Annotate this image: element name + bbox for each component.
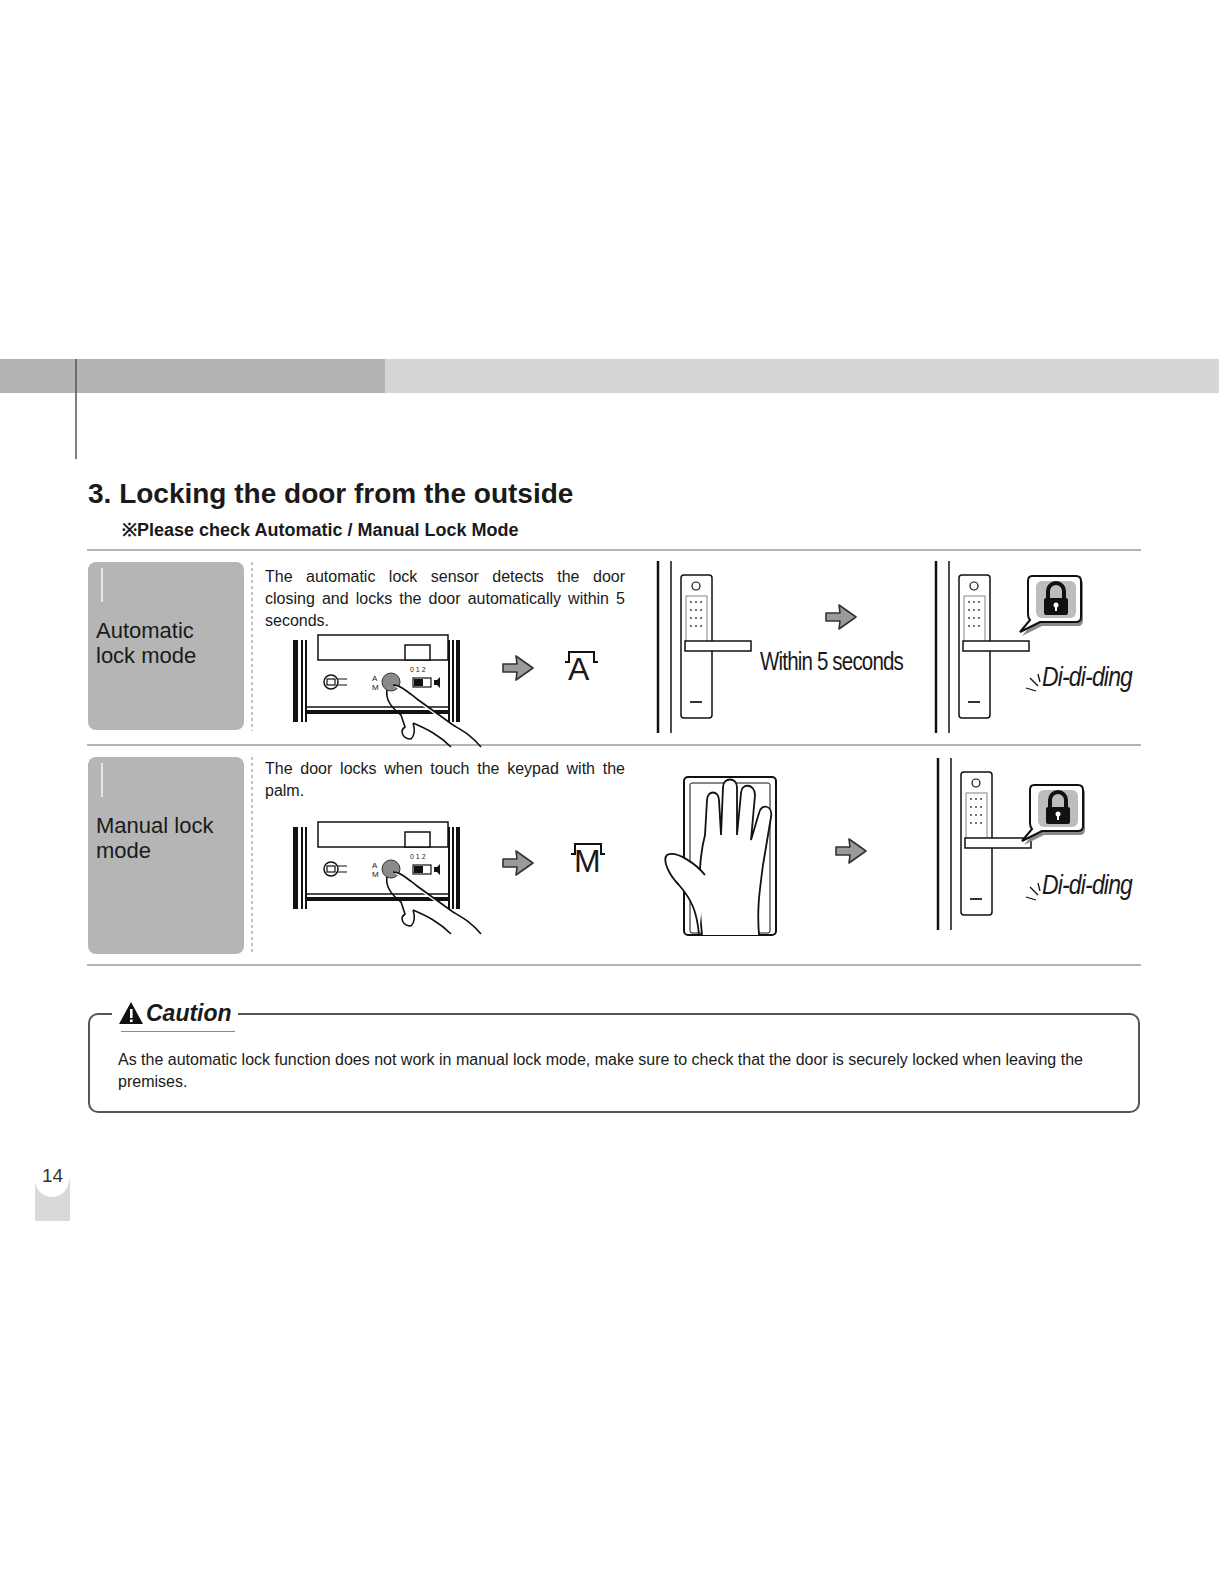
warning-icon [118, 1001, 144, 1025]
switch-label: A [372, 861, 377, 870]
switch-label: M [372, 683, 379, 692]
caution-heading: Caution [146, 998, 232, 1028]
caution-box: CautionAs the automatic lock function do… [88, 1013, 1140, 1113]
caution-text: As the automatic lock function does not … [118, 1049, 1108, 1093]
page-number: 14 [42, 1165, 63, 1187]
sound-label: Di-di-ding [1042, 660, 1132, 694]
sound-label: Di-di-ding [1042, 868, 1132, 902]
description-text: The automatic lock sensor detects the do… [265, 566, 625, 632]
switch-position-label: 0 1 2 [410, 666, 426, 674]
mode-name: Automatic lock mode [96, 618, 231, 668]
mode-letter: A [568, 652, 589, 686]
mode-box: Automatic lock mode [88, 562, 244, 730]
switch-label: A [372, 674, 377, 683]
mode-box: Manual lock mode [88, 757, 244, 954]
page-title: 3. Locking the door from the outside [88, 478, 573, 510]
mode-letter: M [574, 844, 601, 878]
time-note: Within 5 seconds [760, 646, 903, 676]
caution-heading-wrap: Caution [112, 998, 238, 1028]
description-text: The door locks when touch the keypad wit… [265, 758, 625, 802]
switch-position-label: 0 1 2 [410, 853, 426, 861]
heading-underline [121, 1031, 235, 1032]
switch-label: M [372, 870, 379, 879]
accent-line [101, 763, 103, 797]
subtitle-note: ※Please check Automatic / Manual Lock Mo… [122, 519, 518, 542]
accent-line [101, 568, 103, 602]
mode-name: Manual lock mode [96, 813, 231, 863]
